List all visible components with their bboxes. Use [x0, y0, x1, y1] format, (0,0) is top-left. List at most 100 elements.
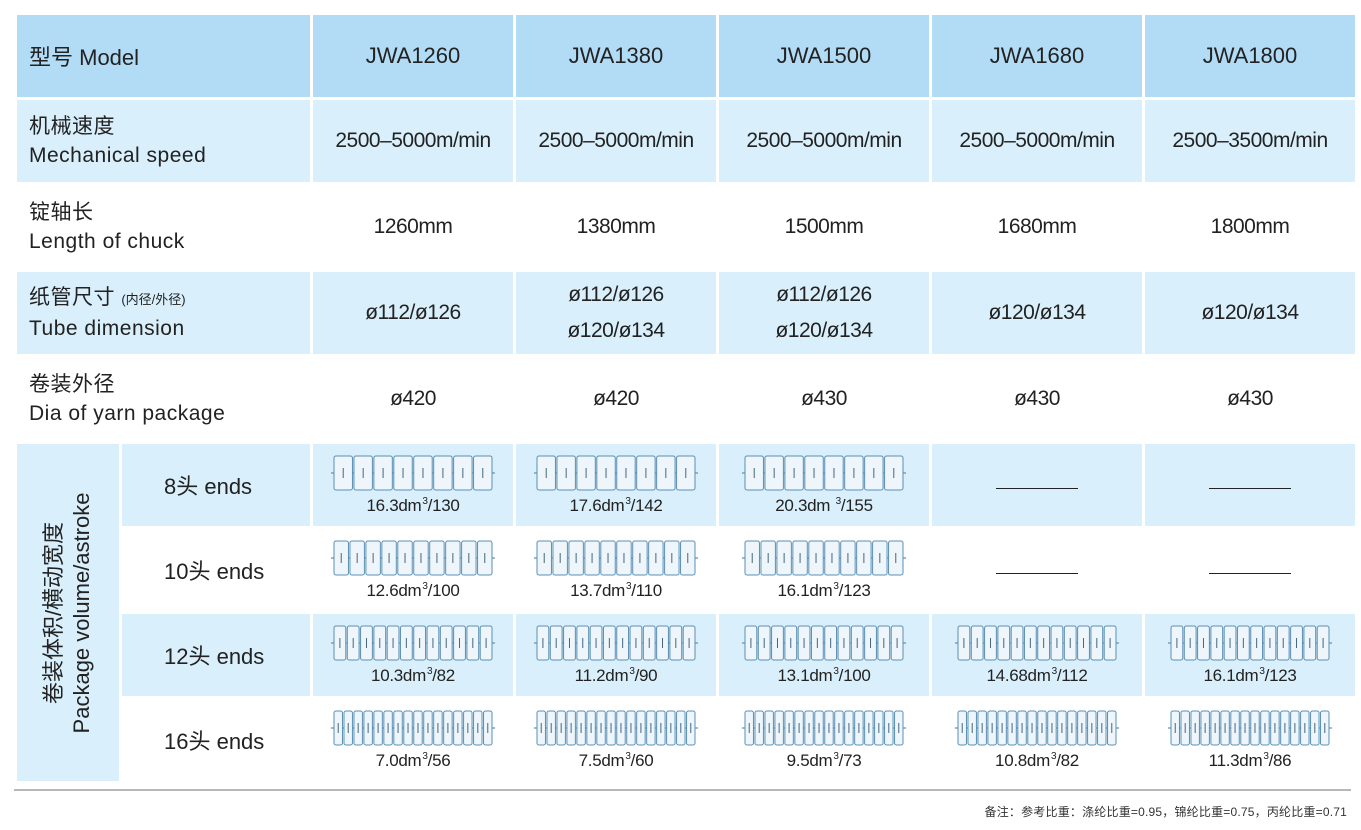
package-dia-row: 卷装外径 Dia of yarn package ø420 ø420 ø430 … [17, 357, 1355, 441]
chuck-value: 1380mm [516, 185, 716, 269]
tube-row: 纸管尺寸 (内径/外径) Tube dimension ø112/ø126 ø1… [17, 272, 1355, 354]
speed-row: 机械速度 Mechanical speed 2500–5000m/min 250… [17, 100, 1355, 182]
cube-exponent: 3 [1050, 751, 1057, 762]
header-row: 型号 Model JWA1260 JWA1380 JWA1500 JWA1680… [17, 15, 1355, 97]
stroke-width-value: /60 [630, 751, 654, 770]
cube-exponent: 3 [629, 666, 635, 677]
package-volume-caption: 16.3dm3/130 [313, 496, 513, 516]
package-volume-value: 11.3dm [1208, 751, 1263, 770]
package-volume-caption: 14.68dm3/112 [932, 666, 1142, 686]
package-volume-cell: 11.3dm3/86 [1145, 699, 1355, 781]
package-volume-value: 17.6dm [569, 496, 625, 515]
package-volume-cell: 13.7dm3/110 [516, 529, 716, 611]
stroke-width-value: /82 [432, 666, 455, 685]
tube-size: ø120/ø134 [1201, 301, 1299, 324]
bottom-rule [14, 789, 1351, 791]
stroke-width-value: /123 [1264, 666, 1297, 685]
package-volume-cell: 10.8dm3/82 [932, 699, 1142, 781]
package-volume-caption: 7.0dm3/56 [313, 751, 513, 771]
package-diagram-icon [534, 540, 698, 576]
stroke-width-value: /86 [1268, 751, 1292, 770]
chuck-label-en: Length of chuck [29, 230, 185, 253]
package-volume-value: 7.5dm [578, 751, 625, 770]
package-volume-cell: 17.6dm3/142 [516, 444, 716, 526]
ends-label: 8头 ends [122, 444, 310, 526]
cube-exponent: 3 [626, 581, 632, 592]
package-diagram-icon [955, 625, 1119, 661]
speed-value: 2500–3500m/min [1145, 100, 1355, 182]
package-diagram-icon [331, 710, 495, 746]
tube-value: ø112/ø126 ø120/ø134 [516, 272, 716, 354]
package-volume-cell: 16.3dm3/130 [313, 444, 513, 526]
package-volume-caption: 16.1dm3/123 [719, 581, 929, 601]
package-volume-caption: 12.6dm3/100 [313, 581, 513, 601]
model-name: JWA1800 [1145, 15, 1355, 97]
package-volume-caption: 9.5dm3/73 [719, 751, 929, 771]
package-dia-label-en: Dia of yarn package [29, 402, 226, 425]
empty-cell [1145, 529, 1355, 611]
package-volume-caption: 11.2dm3/90 [516, 666, 716, 686]
model-name: JWA1500 [719, 15, 929, 97]
ends-label: 12头 ends [122, 614, 310, 696]
package-diagram-icon [742, 710, 906, 746]
package-volume-label-en: Package volume/astroke [69, 492, 94, 733]
model-name: JWA1260 [313, 15, 513, 97]
speed-value: 2500–5000m/min [932, 100, 1142, 182]
cube-exponent: 3 [422, 496, 428, 507]
package-volume-caption: 11.3dm3/86 [1145, 751, 1355, 771]
tube-size: ø112/ø126 [568, 283, 664, 306]
package-volume-caption: 13.1dm3/100 [719, 666, 929, 686]
package-volume-caption: 10.3dm3/82 [313, 666, 513, 686]
speed-value: 2500–5000m/min [313, 100, 513, 182]
chuck-value: 1260mm [313, 185, 513, 269]
tube-size: ø120/ø134 [567, 319, 665, 342]
package-volume-caption: 7.5dm3/60 [516, 751, 716, 771]
chuck-value: 1680mm [932, 185, 1142, 269]
tube-label-cn: 纸管尺寸 [29, 286, 115, 309]
package-volume-caption: 16.1dm3/123 [1145, 666, 1355, 686]
package-diagram-icon [534, 455, 698, 491]
speed-label-en: Mechanical speed [29, 144, 207, 167]
not-available-dash [996, 573, 1078, 574]
cube-exponent: 3 [833, 751, 839, 762]
package-volume-label-cn: 卷装体积/横动宽度 [41, 521, 66, 704]
package-diagram-icon [331, 540, 495, 576]
tube-label-note: (内径/外径) [121, 292, 186, 307]
stroke-width-value: /155 [840, 496, 873, 515]
package-dia-label: 卷装外径 Dia of yarn package [17, 357, 310, 441]
chuck-label: 锭轴长 Length of chuck [17, 185, 310, 269]
package-diagram-icon [742, 455, 906, 491]
package-volume-value: 16.3dm [366, 496, 422, 515]
stroke-width-value: /130 [427, 496, 460, 515]
package-dia-value: ø420 [516, 357, 716, 441]
package-volume-cell: 20.3dm 3/155 [719, 444, 929, 526]
package-diagram-icon [331, 625, 495, 661]
stroke-width-value: /56 [427, 751, 451, 770]
package-volume-row: 卷装体积/横动宽度 Package volume/astroke 8头 ends… [17, 444, 1355, 781]
package-volume-cell: 11.2dm3/90 [516, 614, 716, 696]
tube-value: ø120/ø134 [1145, 272, 1355, 354]
spec-table: 型号 Model JWA1260 JWA1380 JWA1500 JWA1680… [14, 12, 1358, 784]
stroke-width-value: /142 [630, 496, 663, 515]
cube-exponent: 3 [625, 496, 631, 507]
stroke-width-value: /110 [631, 581, 662, 600]
package-volume-caption: 10.8dm3/82 [932, 751, 1142, 771]
package-volume-cell: 10.3dm3/82 [313, 614, 513, 696]
empty-cell [932, 444, 1142, 526]
package-volume-cell: 12.6dm3/100 [313, 529, 513, 611]
stroke-width-value: /82 [1056, 751, 1079, 770]
cube-exponent: 3 [422, 751, 428, 762]
package-diagram-icon [742, 625, 906, 661]
package-volume-value: 16.1dm [777, 581, 833, 600]
package-volume-value: 16.1dm [1203, 666, 1259, 685]
tube-size: ø112/ø126 [776, 283, 872, 306]
empty-cell [1145, 444, 1355, 526]
package-volume-cell: 16.1dm3/123 [719, 529, 929, 611]
stroke-width-value: /123 [838, 581, 871, 600]
stroke-width-value: /112 [1056, 666, 1088, 685]
package-volume-label: 卷装体积/横动宽度 Package volume/astroke [17, 444, 119, 781]
speed-value: 2500–5000m/min [516, 100, 716, 182]
